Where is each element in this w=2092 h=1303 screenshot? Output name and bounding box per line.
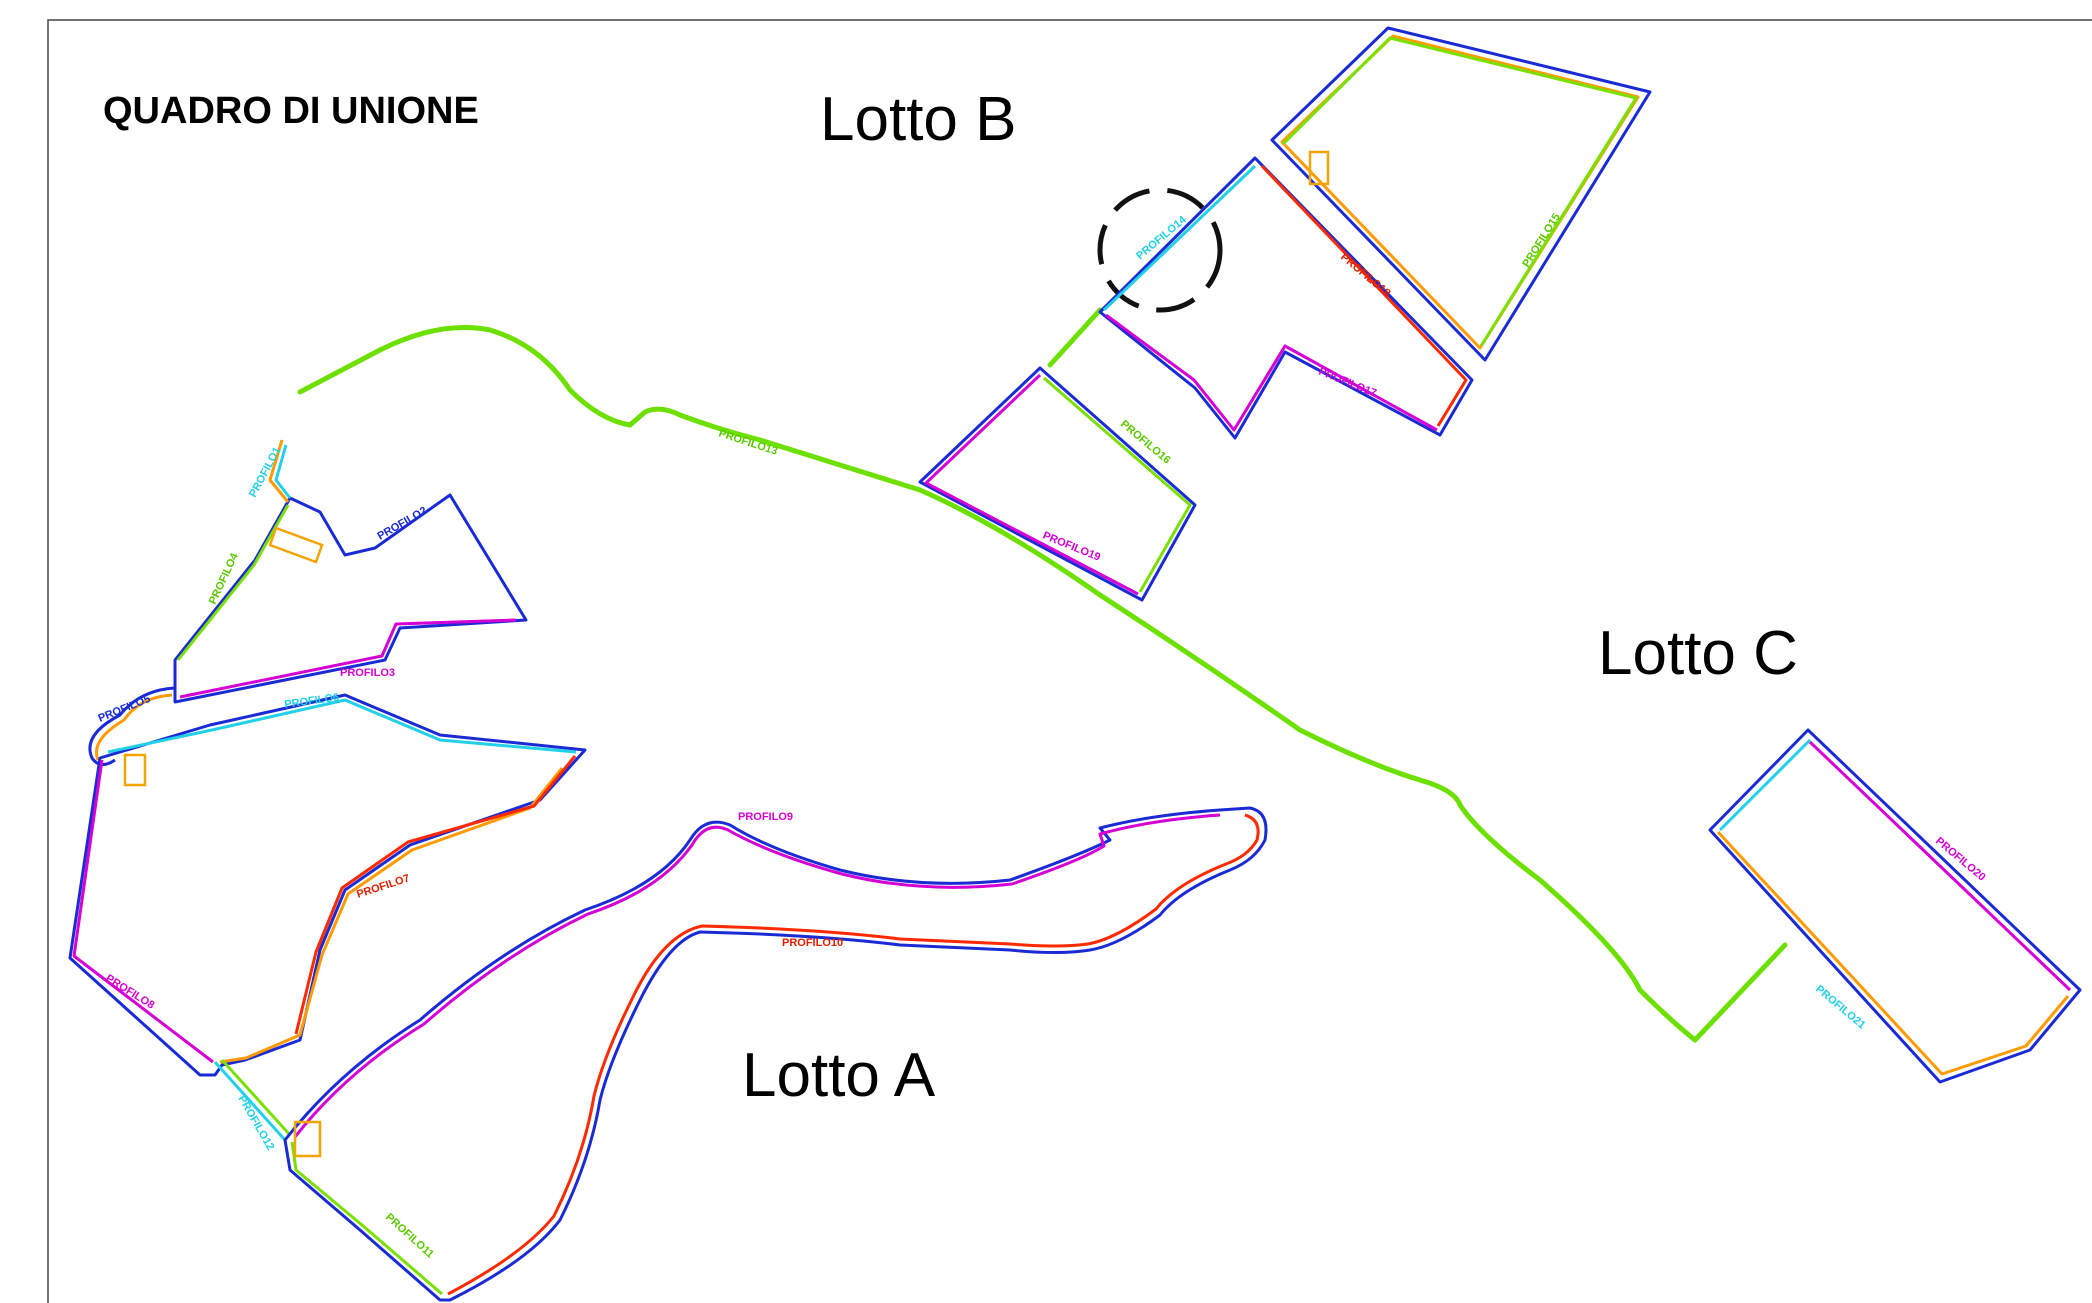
label-profile21: PROFILO21	[1813, 983, 1868, 1031]
label-profile10: PROFILO10	[782, 937, 843, 949]
label-profile17: PROFILO17	[1317, 366, 1378, 400]
label-profile15: PROFILO15	[1520, 211, 1563, 269]
label-profile3: PROFILO3	[340, 667, 395, 679]
parcel-profile20-21	[1708, 728, 2082, 1084]
map-title: QUADRO DI UNIONE	[103, 90, 479, 132]
label-profile2: PROFILO2	[376, 505, 430, 543]
label-profile18: PROFILO18	[1338, 251, 1393, 299]
map-frame	[47, 19, 2092, 1303]
lot-a-lower-marker-box	[123, 753, 147, 787]
lot-a-south-marker-box	[293, 1120, 322, 1158]
label-profile8: PROFILO8	[103, 972, 156, 1011]
detail-circle	[1097, 187, 1223, 313]
lot-b-connector	[1047, 307, 1103, 368]
main-road-profile13	[297, 325, 1788, 1043]
profile12-connector-green	[220, 1058, 292, 1137]
lot-c-label: Lotto C	[1598, 619, 1798, 688]
parcel-profile1-4	[173, 439, 528, 704]
parcel-profile16-18	[1098, 150, 1474, 440]
profile5-connector-inner	[95, 693, 173, 761]
label-profile13: PROFILO13	[717, 427, 779, 457]
lot-a-upper-marker-box	[268, 526, 324, 564]
parcel-profile6-8	[68, 693, 587, 1077]
profile12-connector	[213, 1060, 287, 1142]
parcel-profile19	[918, 366, 1197, 602]
parcel-profile9-11	[283, 806, 1268, 1302]
lot-a-label: Lotto A	[742, 1041, 936, 1110]
parcel-profile15	[1270, 26, 1652, 362]
label-profile9: PROFILO9	[738, 811, 793, 823]
lot-b-marker-box	[1308, 150, 1330, 186]
label-profile11: PROFILO11	[383, 1211, 436, 1260]
lot-b-label: Lotto B	[820, 85, 1016, 154]
